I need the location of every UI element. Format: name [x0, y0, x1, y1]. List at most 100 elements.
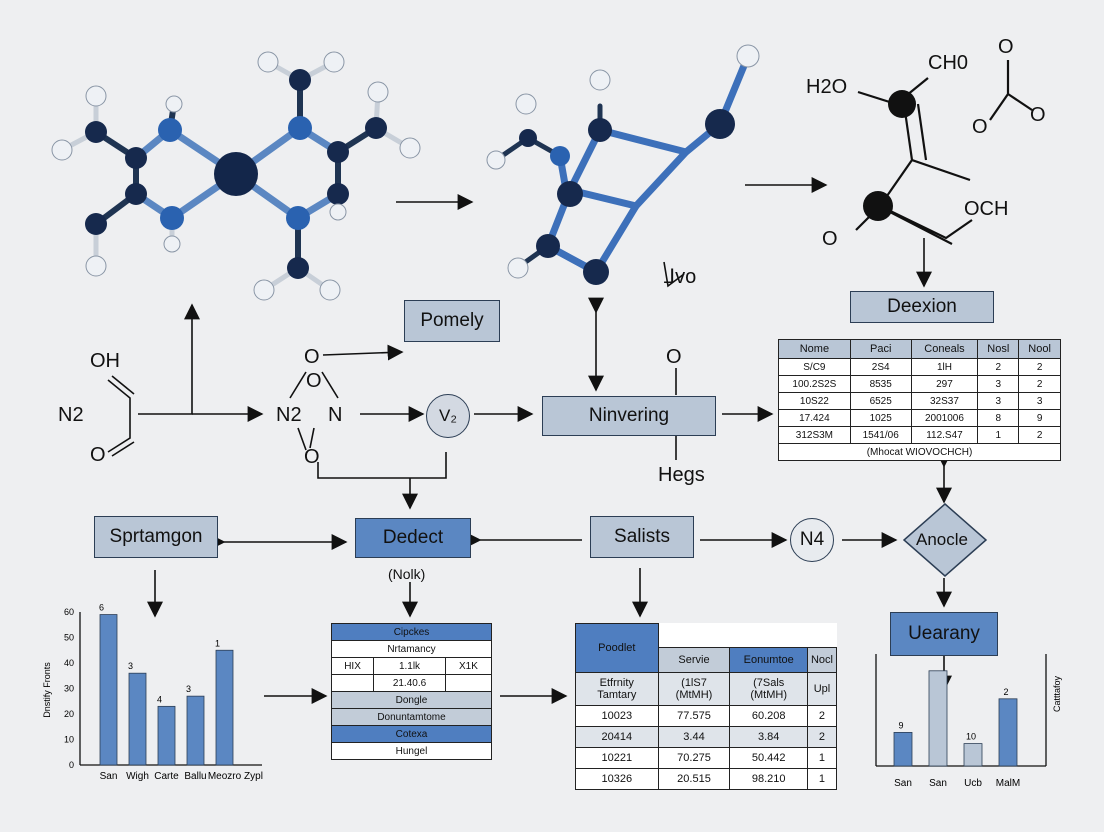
och-label: OCH — [964, 198, 1009, 220]
bar — [157, 705, 176, 766]
data-label: 3 — [186, 684, 191, 694]
node-uearany: Uearany — [890, 612, 998, 656]
bar — [186, 695, 205, 766]
table-row: Cotexa — [331, 725, 492, 743]
x-tick-label: San — [894, 778, 912, 789]
data-label: 3 — [128, 661, 133, 671]
y-tick-label: 20 — [64, 709, 74, 719]
node-v: V₂ — [426, 394, 470, 438]
right-table-header: Nocl — [806, 647, 838, 673]
x-tick-label: Ucb — [964, 778, 982, 789]
center-n-label: N — [328, 404, 343, 426]
table-row: Cipckes — [331, 623, 492, 641]
right-table: Poodlet Servie Eonumtoe Nocl Etfrnity Ta… — [575, 623, 838, 790]
molecule-1 — [51, 51, 421, 301]
y-tick-label: 0 — [69, 760, 74, 770]
node-ninvering: Ninvering — [542, 396, 716, 436]
y-tick-label: 60 — [64, 607, 74, 617]
top-table-header: Nosl — [977, 339, 1020, 359]
y-tick-label: 50 — [64, 633, 74, 643]
top-table-header: Coneals — [910, 339, 979, 359]
x-tick-label: Meozro — [208, 771, 242, 782]
node-dedect: Dedect — [355, 518, 471, 558]
node-deexion: Deexion — [850, 291, 994, 323]
data-label: 4 — [157, 694, 162, 704]
left-o-label: O — [90, 444, 106, 466]
data-label: 6 — [99, 603, 104, 613]
node-n4: N4 — [790, 518, 834, 562]
label-hegs: Hegs — [658, 464, 705, 486]
y-axis-label: Catttafoy — [1052, 675, 1062, 712]
left-oh-label: OH — [90, 350, 120, 372]
right-table-title: Poodlet — [575, 623, 659, 673]
center-o1-label: O — [304, 346, 320, 368]
x-tick-label: MalM — [996, 778, 1020, 789]
x-tick-label: San — [929, 778, 947, 789]
data-label: 1 — [215, 638, 220, 648]
squiggle-mark — [663, 261, 685, 288]
x-tick-label: Zypl — [244, 771, 263, 782]
label-nolk: (Nolk) — [388, 566, 426, 582]
right-table-header: Eonumtoe — [729, 647, 808, 673]
vo-label: ⅃vo — [664, 266, 697, 288]
h2o-label: H2O — [806, 76, 848, 98]
molecule-3-atoms — [863, 90, 916, 221]
node-anocle: Anocle — [916, 530, 968, 549]
center-n2-label: N2 — [276, 404, 302, 426]
node-sprtamgon: Sprtamgon — [94, 516, 218, 558]
o-left-label: O — [822, 228, 838, 250]
x-tick-label: Ballu — [184, 771, 206, 782]
molecule-2 — [486, 44, 760, 285]
bar — [893, 732, 913, 767]
node-anocle-shape — [902, 503, 988, 577]
bar — [998, 698, 1018, 767]
data-label: 10 — [966, 732, 976, 742]
bar — [128, 672, 147, 766]
node-pomely: Pomely — [404, 300, 500, 342]
bar — [99, 614, 118, 766]
table-row: 21.40.6 — [330, 674, 493, 692]
bar — [215, 649, 234, 766]
node-salists: Salists — [590, 516, 694, 558]
table-row: Dongle — [331, 691, 492, 709]
bar — [963, 743, 983, 767]
ch0-label: CH0 — [928, 52, 969, 74]
data-label: 9 — [898, 720, 903, 730]
center-formula-bonds — [289, 371, 339, 451]
left-formula-bonds — [107, 379, 131, 453]
center-o3-label: O — [304, 446, 320, 468]
y-axis-label: Dnstify Fronts — [42, 662, 52, 718]
top-table-footer: (Mhocat WIOVOCHCH) — [778, 443, 1061, 461]
table-row: Etfrnity Tamtary(1lS7 (MtMH)(7Sals (MtMH… — [575, 672, 838, 706]
y-tick-label: 30 — [64, 684, 74, 694]
carbonate-bonds — [989, 60, 1033, 121]
left-n2-label: N2 — [58, 404, 84, 426]
o-right1-label: O — [972, 116, 988, 138]
table-row: Hungel — [331, 742, 492, 760]
o-top-label: O — [998, 36, 1014, 58]
x-tick-label: San — [100, 771, 118, 782]
y-tick-label: 40 — [64, 658, 74, 668]
o-above-ninvering: O — [666, 346, 682, 368]
x-tick-label: Wigh — [126, 771, 149, 782]
arrow-to-pomely — [322, 344, 404, 361]
line-center-loop — [317, 452, 447, 479]
center-o2-label: O — [306, 370, 322, 392]
o-right2-label: O — [1030, 104, 1046, 126]
x-tick-label: Carte — [154, 771, 179, 782]
data-label: 2 — [1003, 687, 1008, 697]
y-tick-label: 10 — [64, 735, 74, 745]
bar — [928, 670, 948, 767]
